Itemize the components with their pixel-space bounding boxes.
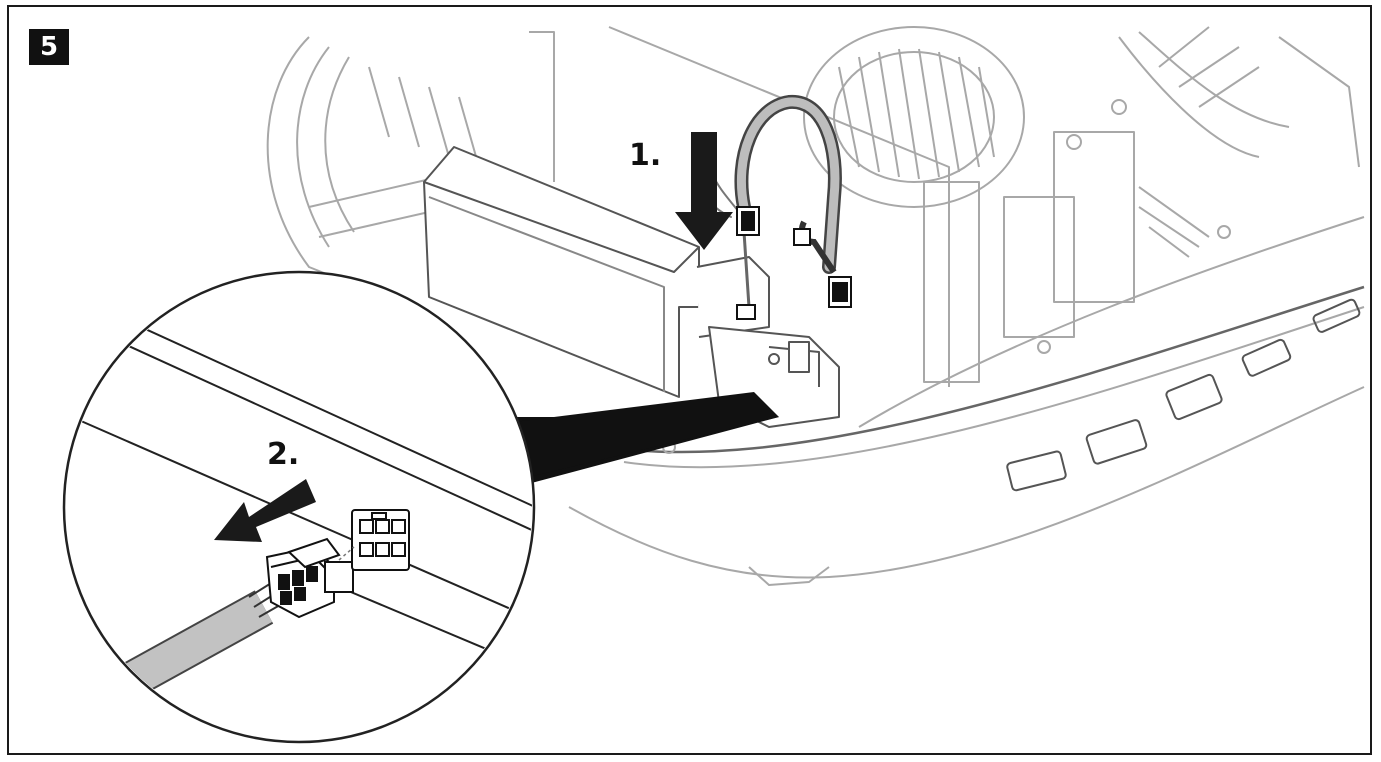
step-2-label: 2. bbox=[267, 437, 299, 472]
step-1-arrow bbox=[675, 132, 733, 250]
step-1-label: 1. bbox=[629, 138, 661, 173]
machine-housing bbox=[266, 26, 1365, 586]
step-2-arrow bbox=[214, 479, 316, 542]
socket-receptacle bbox=[351, 509, 410, 571]
figure-frame: 5 bbox=[7, 5, 1372, 755]
step-number-badge: 5 bbox=[29, 29, 69, 65]
assembly-illustration: 1. bbox=[62, 26, 1365, 744]
plug-connector bbox=[265, 537, 354, 619]
cable-connector-top bbox=[736, 206, 852, 320]
detail-zoom-circle: 2. bbox=[62, 270, 536, 744]
